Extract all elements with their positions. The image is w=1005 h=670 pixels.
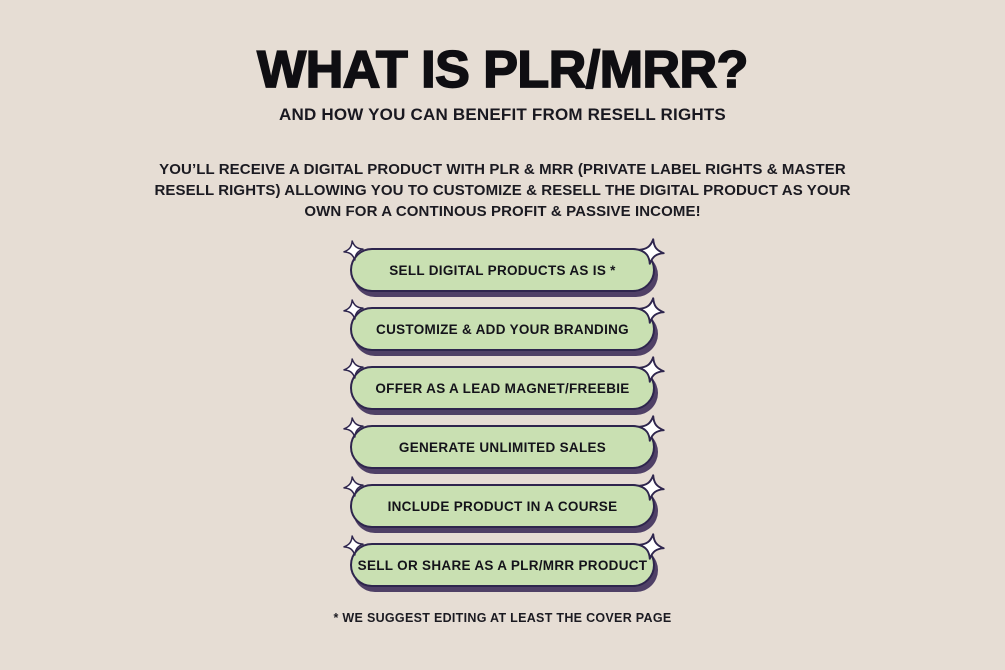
benefit-pill-sell-as-is: SELL DIGITAL PRODUCTS AS IS *: [343, 238, 665, 292]
page-subtitle: AND HOW YOU CAN BENEFIT FROM RESELL RIGH…: [279, 105, 726, 124]
footnote: * WE SUGGEST EDITING AT LEAST THE COVER …: [333, 611, 672, 625]
benefits-list: SELL DIGITAL PRODUCTS AS IS * CUSTOMIZE …: [343, 238, 665, 587]
sparkle-icon: [342, 357, 366, 381]
benefit-pill-sell-or-share: SELL OR SHARE AS A PLR/MRR PRODUCT: [343, 533, 665, 587]
benefit-pill-label: SELL DIGITAL PRODUCTS AS IS *: [389, 262, 616, 278]
benefit-pill-label: CUSTOMIZE & ADD YOUR BRANDING: [376, 321, 629, 337]
intro-line: OWN FOR A CONTINOUS PROFIT & PASSIVE INC…: [304, 203, 701, 220]
sparkle-icon: [342, 416, 366, 440]
sparkle-icon: [636, 236, 666, 266]
benefit-pill-customize-branding: CUSTOMIZE & ADD YOUR BRANDING: [343, 297, 665, 351]
intro-line: YOU’LL RECEIVE A DIGITAL PRODUCT WITH PL…: [159, 161, 846, 178]
intro-paragraph: YOU’LL RECEIVE A DIGITAL PRODUCT WITH PL…: [154, 159, 850, 222]
sparkle-icon: [342, 239, 366, 263]
sparkle-icon: [342, 298, 366, 322]
benefit-pill-label: INCLUDE PRODUCT IN A COURSE: [387, 498, 618, 514]
benefit-pill-unlimited-sales: GENERATE UNLIMITED SALES: [343, 415, 665, 469]
benefit-pill-include-in-course: INCLUDE PRODUCT IN A COURSE: [343, 474, 665, 528]
benefit-pill-lead-magnet: OFFER AS A LEAD MAGNET/FREEBIE: [343, 356, 665, 410]
benefit-pill-label: OFFER AS A LEAD MAGNET/FREEBIE: [375, 380, 630, 396]
sparkle-icon: [342, 475, 366, 499]
sparkle-icon: [636, 413, 666, 443]
page-title: WHAT IS PLR/MRR?: [256, 41, 749, 99]
sparkle-icon: [342, 534, 366, 558]
intro-line: RESELL RIGHTS) ALLOWING YOU TO CUSTOMIZE…: [154, 182, 851, 199]
benefit-pill-label: GENERATE UNLIMITED SALES: [398, 439, 607, 455]
benefit-pill-label: SELL OR SHARE AS A PLR/MRR PRODUCT: [357, 557, 648, 573]
sparkle-icon: [636, 472, 666, 502]
